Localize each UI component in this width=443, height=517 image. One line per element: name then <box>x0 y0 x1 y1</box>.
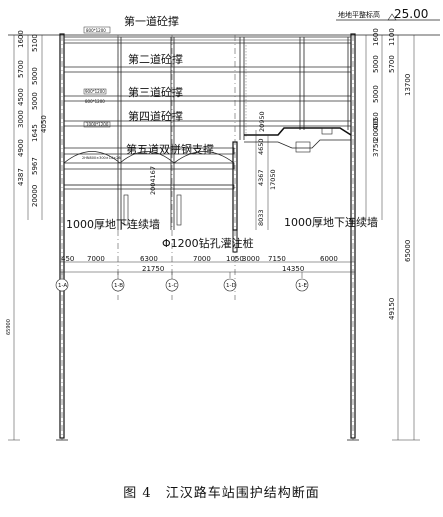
left-dim: 1600 <box>17 30 25 48</box>
axis-bubble-icon <box>223 278 237 292</box>
left-dim: 5967 <box>31 157 39 175</box>
left-dim: 5000 <box>31 67 39 85</box>
axis-bubble-icon <box>165 278 179 292</box>
pile-label: Φ1200钻孔灌注桩 <box>162 236 254 250</box>
left-wall-label: 1000厚地下连续墙 <box>66 217 160 231</box>
span-dim: 7000 <box>193 255 211 263</box>
strut-level-4 <box>63 120 352 127</box>
span-dim: 1050 <box>226 255 244 263</box>
right-wall-label: 1000厚地下连续墙 <box>284 215 378 229</box>
right-dim: 5000 <box>372 55 380 73</box>
strut-5-size: 2HN800×300×14×26 <box>82 156 121 160</box>
strut-3-label: 第三道砼撑 <box>128 85 183 99</box>
right-dim: 1600 <box>372 28 380 46</box>
span-dim: 7000 <box>87 255 105 263</box>
strut-4-size: 1000*1200 <box>86 122 109 127</box>
right-dim: 1100 <box>388 28 396 46</box>
strut-2-label: 第二道砼撑 <box>128 52 183 66</box>
axis-label: 1-C <box>168 283 177 289</box>
strut-level-5 <box>63 147 235 155</box>
left-dimensions: 1600 5100 5700 5000 4500 5000 3000 1645 … <box>6 30 48 335</box>
right-dim: 4050 <box>372 112 380 130</box>
span-dim: 6000 <box>320 255 338 263</box>
left-dim: 5100 <box>31 34 39 52</box>
mid-dim: 4650 <box>257 138 265 155</box>
middle-dimensions: 20950 4650 4367 17050 8033 2004167 <box>149 111 277 226</box>
span-dim: 6300 <box>140 255 158 263</box>
axis-label: 1-D <box>226 283 236 289</box>
mid-dim: 20950 <box>258 111 266 132</box>
left-long-dim: 65900 <box>6 319 12 335</box>
left-dim: 4050 <box>40 115 48 133</box>
strut-3-size: 900*1200 <box>85 89 105 94</box>
mid-dim: 2004167 <box>149 166 157 195</box>
right-dim: 20000 <box>372 119 380 141</box>
axis-bubble-icon <box>55 278 69 292</box>
left-dim: 5000 <box>31 92 39 110</box>
right-sub-dim: 13700 <box>404 74 412 96</box>
strut-5-label: 第五道双拼钢支撑 <box>126 142 214 156</box>
figure-caption: 图 4 江汉路车站围护结构断面 <box>123 486 320 501</box>
total-left-dim: 21750 <box>142 265 164 273</box>
span-dimensions: 450 7000 6300 7000 1050 3000 7150 6000 2… <box>61 255 338 273</box>
ground-level-label: 地地平整标高 <box>338 10 380 19</box>
axis-markers: 1-A 1-B 1-C 1-D 1-E <box>55 272 309 292</box>
span-dim: 3000 <box>242 255 260 263</box>
right-bottom-dim: 49150 <box>388 298 396 320</box>
strut-level-1 <box>63 36 352 44</box>
axis-label: 1-B <box>114 283 123 289</box>
left-dim: 5700 <box>17 60 25 78</box>
span-dim: 7150 <box>268 255 286 263</box>
axis-label: 1-A <box>58 283 67 289</box>
level-marker-icon <box>387 13 397 21</box>
strut-level-3 <box>63 95 352 102</box>
right-long-dim: 65000 <box>404 240 412 262</box>
axis-bubble-icon <box>295 278 309 292</box>
right-dim: 3750 <box>372 139 380 157</box>
span-dim: 450 <box>61 255 74 263</box>
right-dim: 5700 <box>388 55 396 73</box>
left-dim: 4500 <box>17 88 25 106</box>
left-dim: 4900 <box>17 139 25 157</box>
right-dim: 5000 <box>372 85 380 103</box>
mid-dim: 4367 <box>257 169 265 186</box>
right-slab <box>244 127 352 136</box>
mid-dim: 8033 <box>257 209 265 226</box>
left-dim: 1645 <box>31 124 39 142</box>
axis-label: 1-E <box>298 283 307 289</box>
total-right-dim: 14350 <box>282 265 304 273</box>
left-dim: 3000 <box>17 110 25 128</box>
strut-1-label: 第一道砼撑 <box>124 14 179 28</box>
right-dimensions: 1600 1100 5000 5700 5000 4050 3750 20000… <box>372 28 412 320</box>
strut-1-size: 800*1200 <box>86 28 106 33</box>
axis-bubble-icon <box>111 278 125 292</box>
mid-dim: 17050 <box>269 169 277 190</box>
left-dim: 20000 <box>31 185 39 207</box>
strut-4-label: 第四道砼撑 <box>128 109 183 123</box>
ground-level-value: 25.00 <box>394 7 428 21</box>
strut-level-2 <box>63 66 352 73</box>
left-dim: 4387 <box>17 168 25 186</box>
strut-3b-size: 800*1200 <box>85 99 105 104</box>
base-slab <box>63 151 235 190</box>
